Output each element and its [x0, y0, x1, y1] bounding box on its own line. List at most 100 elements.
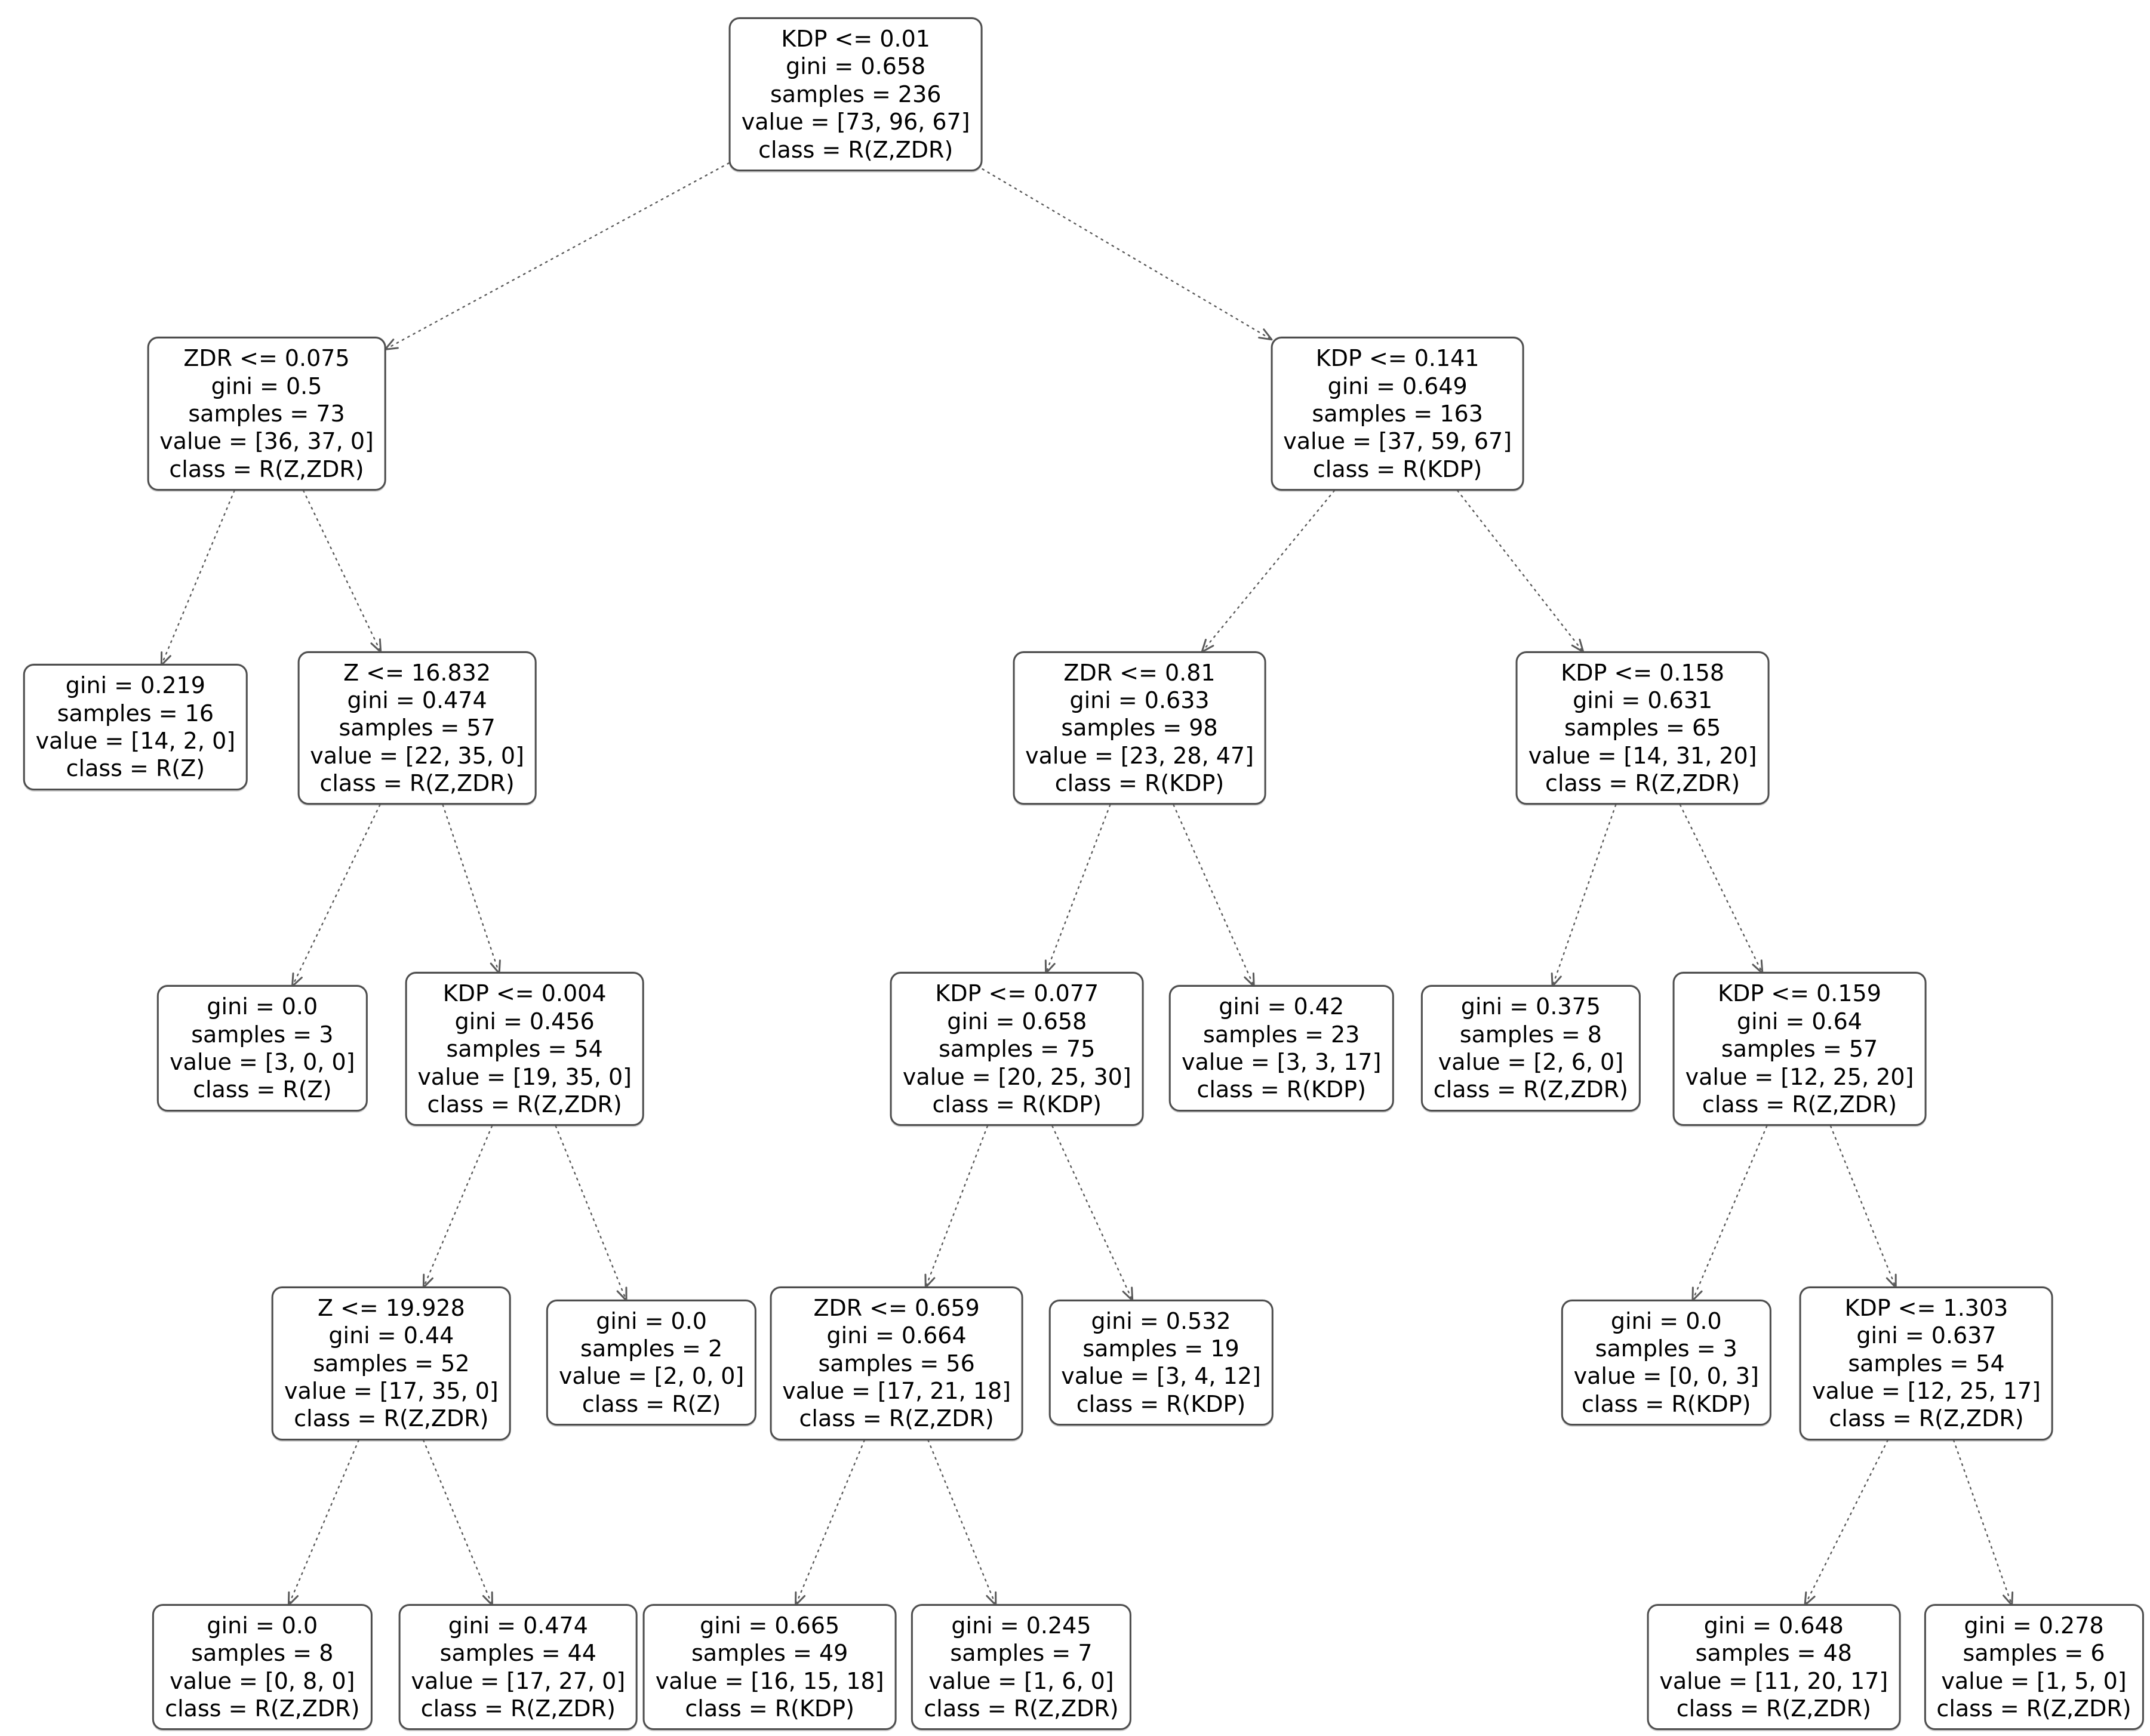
- samples-count: samples = 8: [191, 1640, 334, 1667]
- samples-count: samples = 236: [770, 81, 942, 107]
- class-label: class = R(Z,ZDR): [924, 1695, 1119, 1722]
- tree-edge-13-20: [423, 1439, 493, 1606]
- split-condition: KDP <= 0.159: [1718, 980, 1881, 1007]
- tree-edge-15-21: [795, 1439, 866, 1606]
- samples-count: samples = 16: [57, 700, 214, 727]
- tree-edge-15-22: [927, 1439, 997, 1606]
- samples-count: samples = 48: [1695, 1640, 1852, 1667]
- class-label: class = R(Z,ZDR): [1702, 1091, 1897, 1118]
- tree-edge-18-24: [1952, 1439, 2014, 1606]
- class-label: class = R(KDP): [1054, 769, 1225, 796]
- tree-edge-5-9: [1044, 804, 1111, 974]
- gini-value: gini = 0.245: [951, 1612, 1091, 1639]
- samples-count: samples = 73: [188, 400, 345, 427]
- gini-value: gini = 0.375: [1460, 993, 1601, 1020]
- samples-count: samples = 3: [1595, 1335, 1737, 1362]
- value-distribution: value = [11, 20, 17]: [1659, 1667, 1888, 1694]
- split-condition: KDP <= 0.01: [781, 26, 930, 53]
- value-distribution: value = [1, 5, 0]: [1941, 1667, 2127, 1694]
- class-label: class = R(Z): [66, 755, 205, 782]
- value-distribution: value = [3, 3, 17]: [1181, 1049, 1382, 1075]
- gini-value: gini = 0.42: [1219, 993, 1345, 1020]
- gini-value: gini = 0.0: [207, 993, 318, 1020]
- value-distribution: value = [1, 6, 0]: [928, 1667, 1114, 1694]
- value-distribution: value = [20, 25, 30]: [902, 1063, 1131, 1090]
- tree-edge-0-1: [384, 162, 730, 350]
- samples-count: samples = 75: [939, 1036, 1096, 1063]
- gini-value: gini = 0.633: [1069, 687, 1210, 713]
- split-condition: KDP <= 0.158: [1561, 659, 1725, 686]
- value-distribution: value = [17, 21, 18]: [782, 1377, 1011, 1404]
- samples-count: samples = 57: [1721, 1036, 1878, 1063]
- class-label: class = R(KDP): [932, 1091, 1102, 1118]
- split-condition: KDP <= 0.077: [935, 980, 1099, 1007]
- value-distribution: value = [16, 15, 18]: [655, 1667, 884, 1694]
- class-label: class = R(Z,ZDR): [420, 1695, 616, 1722]
- gini-value: gini = 0.44: [328, 1322, 454, 1349]
- tree-edge-1-4: [303, 490, 382, 653]
- tree-edge-18-23: [1804, 1439, 1888, 1606]
- value-distribution: value = [3, 4, 12]: [1061, 1363, 1261, 1390]
- value-distribution: value = [23, 28, 47]: [1025, 742, 1254, 769]
- class-label: class = R(Z): [582, 1390, 721, 1417]
- gini-value: gini = 0.474: [347, 687, 487, 713]
- gini-value: gini = 0.664: [826, 1322, 967, 1349]
- gini-value: gini = 0.0: [207, 1612, 318, 1639]
- split-condition: Z <= 16.832: [343, 659, 491, 686]
- value-distribution: value = [0, 0, 3]: [1573, 1363, 1759, 1390]
- gini-value: gini = 0.658: [786, 53, 926, 80]
- value-distribution: value = [36, 37, 0]: [159, 428, 374, 455]
- class-label: class = R(Z,ZDR): [427, 1091, 622, 1118]
- tree-edge-8-14: [555, 1125, 628, 1301]
- tree-edge-4-7: [291, 804, 381, 987]
- tree-edge-4-8: [442, 804, 501, 974]
- tree-edge-5-10: [1173, 804, 1255, 987]
- value-distribution: value = [14, 2, 0]: [35, 728, 236, 755]
- value-distribution: value = [22, 35, 0]: [310, 742, 524, 769]
- gini-value: gini = 0.5: [211, 373, 322, 399]
- class-label: class = R(KDP): [1197, 1076, 1366, 1103]
- class-label: class = R(Z,ZDR): [169, 455, 364, 482]
- tree-edge-1-3: [160, 490, 235, 666]
- samples-count: samples = 6: [1963, 1640, 2105, 1667]
- gini-value: gini = 0.219: [65, 672, 205, 699]
- class-label: class = R(KDP): [1076, 1390, 1246, 1417]
- split-condition: ZDR <= 0.659: [813, 1294, 980, 1321]
- class-label: class = R(Z): [193, 1076, 332, 1103]
- tree-edge-8-13: [422, 1125, 493, 1289]
- value-distribution: value = [14, 31, 20]: [1528, 742, 1757, 769]
- tree-edge-9-16: [1051, 1125, 1134, 1301]
- class-label: class = R(Z,ZDR): [799, 1405, 994, 1432]
- samples-count: samples = 65: [1564, 715, 1721, 741]
- gini-value: gini = 0.648: [1703, 1612, 1844, 1639]
- value-distribution: value = [37, 59, 67]: [1283, 428, 1512, 455]
- class-label: class = R(Z,ZDR): [1545, 769, 1740, 796]
- value-distribution: value = [17, 27, 0]: [411, 1667, 626, 1694]
- gini-value: gini = 0.64: [1737, 1008, 1862, 1035]
- class-label: class = R(Z,ZDR): [1829, 1405, 2024, 1432]
- tree-edge-9-15: [924, 1125, 989, 1289]
- value-distribution: value = [3, 0, 0]: [170, 1049, 355, 1075]
- gini-value: gini = 0.649: [1327, 373, 1468, 399]
- gini-value: gini = 0.637: [1856, 1322, 1997, 1349]
- value-distribution: value = [0, 8, 0]: [170, 1667, 355, 1694]
- samples-count: samples = 163: [1312, 400, 1483, 427]
- tree-edge-2-6: [1456, 490, 1585, 653]
